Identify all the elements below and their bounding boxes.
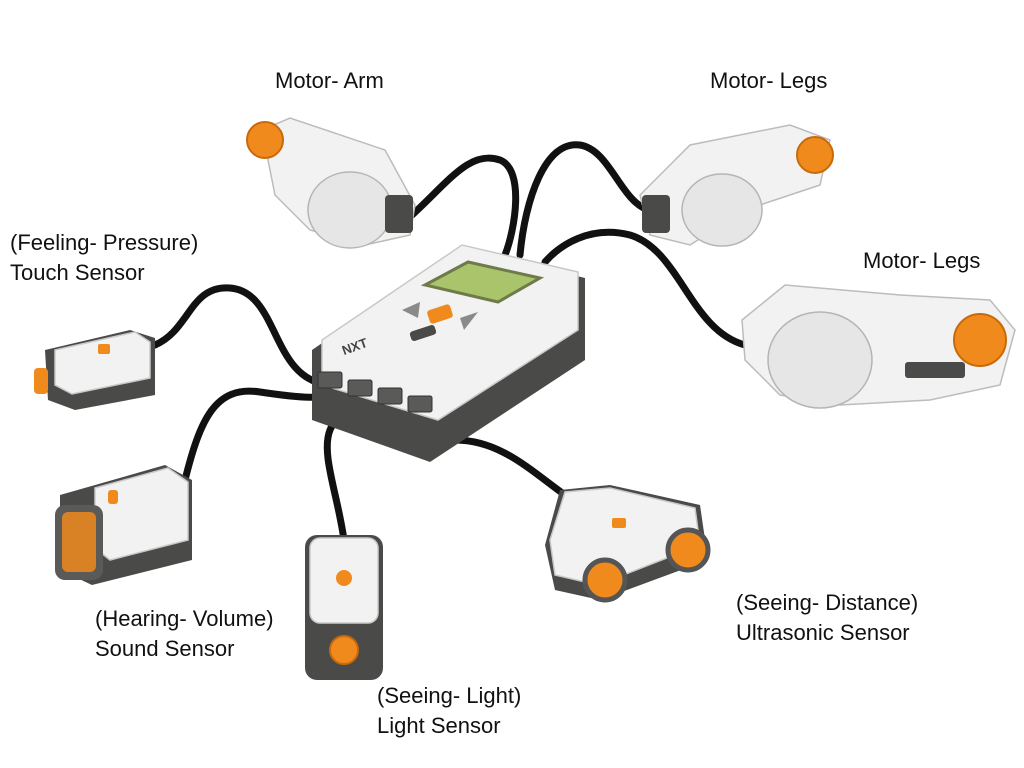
touch-icon: [98, 344, 110, 354]
ultrasonic-sensor: [545, 485, 711, 603]
input-ports: [317, 371, 433, 413]
label-motor-legs-right-text: Motor- Legs: [863, 248, 981, 273]
label-sound-name: Sound Sensor: [95, 636, 235, 661]
right-arrow-button: [460, 312, 478, 330]
ultrasonic-icon: [612, 518, 626, 528]
label-light-name: Light Sensor: [377, 713, 501, 738]
touch-sensor: [34, 330, 155, 410]
nxt-brick: NXT: [312, 244, 585, 462]
cable-motor-legs-right: [541, 228, 749, 349]
cable-touch: [151, 284, 334, 389]
touch-button-orange: [34, 368, 48, 394]
label-touch-sensor: (Feeling- Pressure) Touch Sensor: [10, 228, 198, 288]
legs-top-hub-orange: [796, 136, 834, 174]
label-light-sense: (Seeing- Light): [377, 683, 522, 708]
label-motor-legs-top-text: Motor- Legs: [710, 68, 828, 93]
label-ultrasonic-sense: (Seeing- Distance): [736, 590, 919, 615]
motor-arm: [246, 117, 416, 249]
sound-sensor: [55, 465, 192, 585]
label-motor-legs-top: Motor- Legs: [710, 66, 827, 96]
ultrasonic-eye-right: [665, 527, 711, 573]
label-sound-sensor: (Hearing- Volume) Sound Sensor: [95, 604, 274, 664]
motor-legs-right: [741, 284, 1016, 409]
label-touch-sense: (Feeling- Pressure): [10, 230, 199, 255]
label-ultrasonic-name: Ultrasonic Sensor: [736, 620, 910, 645]
label-touch-name: Touch Sensor: [10, 260, 145, 285]
light-sensor: [305, 535, 383, 680]
label-sound-sense: (Hearing- Volume): [95, 606, 274, 631]
label-motor-arm: Motor- Arm: [275, 66, 384, 96]
sound-icon: [108, 490, 118, 504]
cancel-button: [409, 325, 437, 341]
label-motor-arm-text: Motor- Arm: [275, 68, 384, 93]
lcd-screen: [420, 260, 545, 304]
motor-legs-top: [639, 124, 834, 247]
label-light-sensor: (Seeing- Light) Light Sensor: [377, 681, 521, 741]
legs-right-hub-orange: [953, 313, 1007, 367]
center-orange-button: [427, 304, 453, 324]
cables: [151, 141, 749, 552]
sun-icon: [336, 570, 352, 586]
arm-hub-orange: [246, 121, 284, 159]
left-arrow-button: [402, 302, 420, 318]
light-lens: [329, 635, 359, 665]
ultrasonic-eye-left: [582, 557, 628, 603]
cable-motor-legs-top: [516, 141, 652, 259]
label-ultrasonic-sensor: (Seeing- Distance) Ultrasonic Sensor: [736, 588, 918, 648]
cable-motor-arm: [408, 154, 520, 259]
label-motor-legs-right: Motor- Legs: [863, 246, 980, 276]
